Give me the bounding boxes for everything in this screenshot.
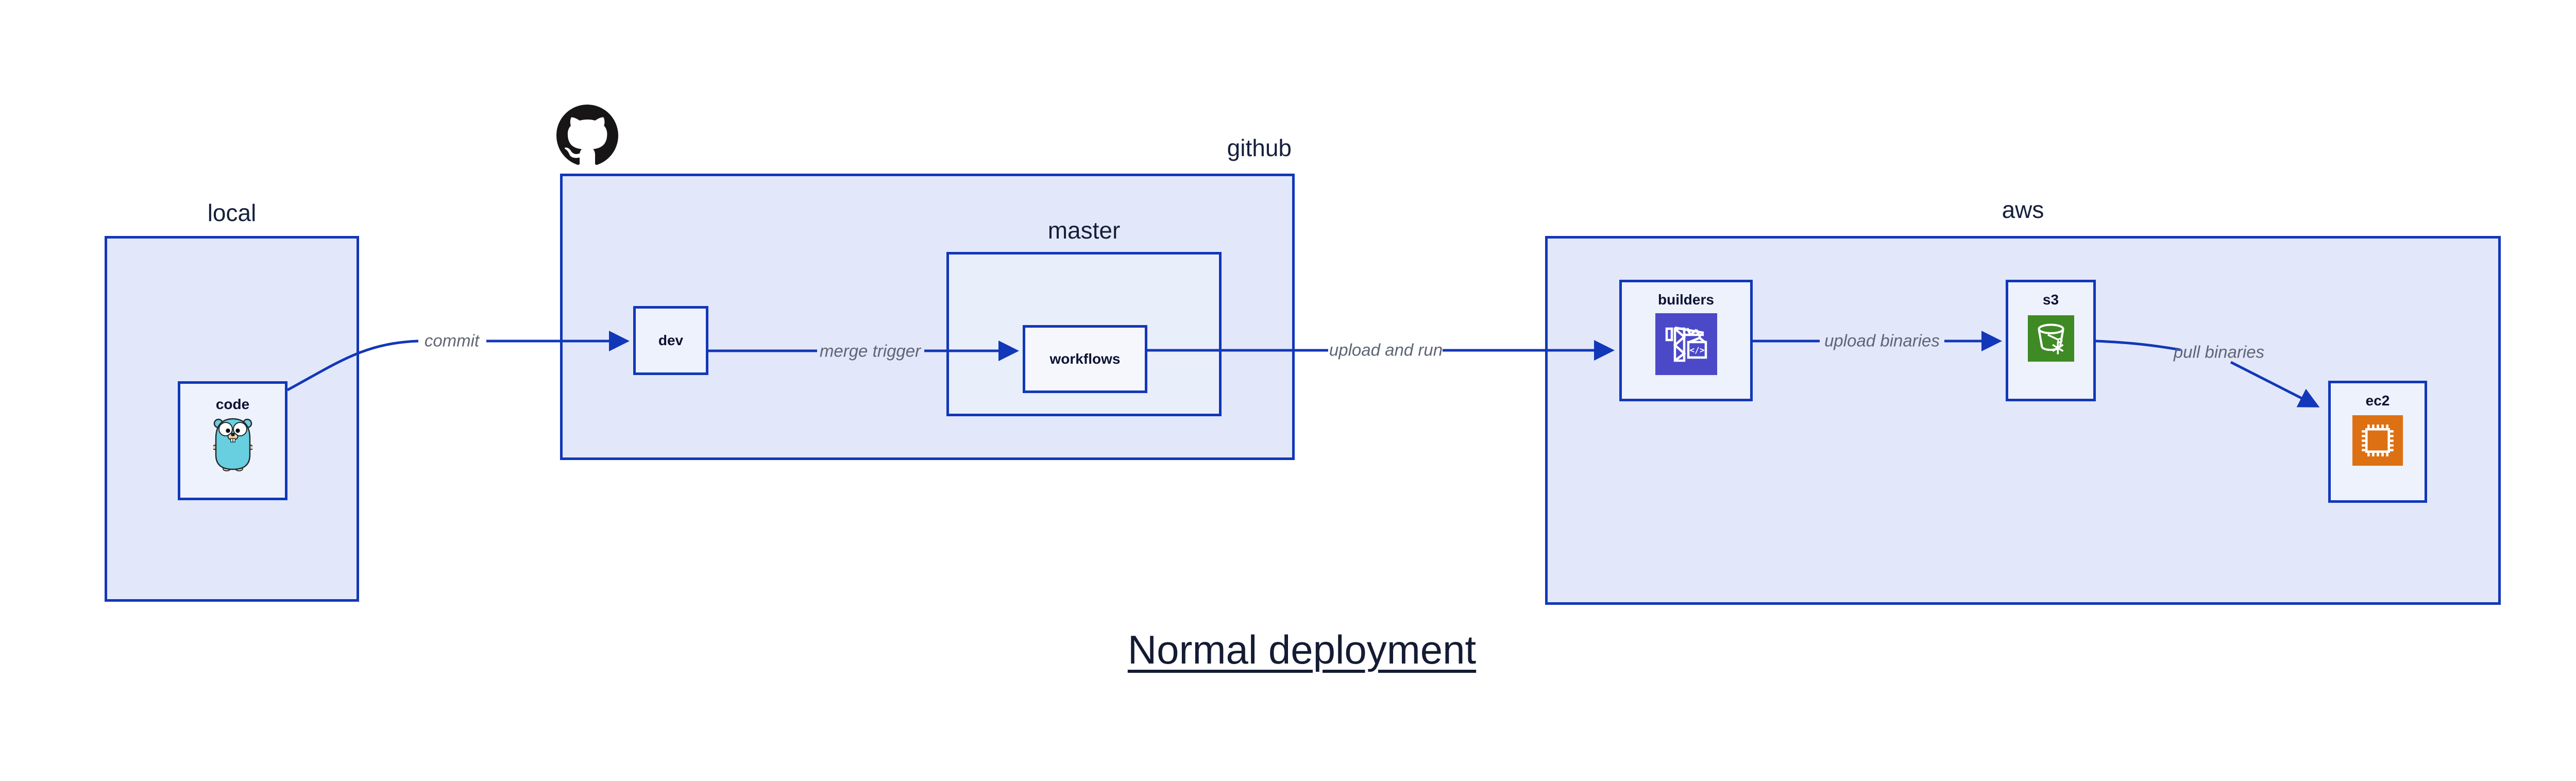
- aws-s3-bucket-icon: [2027, 315, 2074, 362]
- codebuild-icon-text: </>: [1689, 345, 1704, 355]
- group-github-label: github: [1227, 134, 1292, 161]
- node-ec2-label: ec2: [2365, 393, 2390, 409]
- node-dev-label: dev: [658, 332, 684, 348]
- diagram-title: Normal deployment: [0, 630, 2576, 670]
- edge-label-merge-trigger: merge trigger: [819, 341, 921, 361]
- node-dev: dev: [633, 306, 708, 375]
- node-ec2: ec2: [2328, 381, 2427, 503]
- aws-codebuild-icon: </>: [1655, 313, 1717, 375]
- group-aws-label: aws: [2002, 196, 2044, 223]
- aws-ec2-chip-icon: [2352, 415, 2403, 466]
- edge-commit-curve: [286, 339, 419, 392]
- node-s3-label: s3: [2042, 292, 2059, 308]
- github-logo-icon: [556, 105, 618, 165]
- edge-label-upload-and-run: upload and run: [1329, 340, 1443, 360]
- node-code: code: [178, 381, 287, 500]
- node-builders: builders </>: [1619, 280, 1753, 401]
- group-master-label: master: [1047, 217, 1121, 244]
- edge-label-upload-binaries: upload binaries: [1824, 331, 1940, 350]
- group-local-label: local: [207, 199, 257, 226]
- node-builders-label: builders: [1658, 292, 1714, 308]
- edge-pull-binaries-curve: [2095, 339, 2181, 351]
- node-code-label: code: [215, 396, 250, 412]
- diagram-title-text: Normal deployment: [1127, 627, 1477, 672]
- edge-label-commit: commit: [424, 331, 480, 350]
- go-gopher-icon: [213, 418, 252, 471]
- node-s3: s3: [2006, 280, 2096, 401]
- node-workflows-label: workflows: [1049, 351, 1121, 367]
- edge-label-pull-binaries: pull binaries: [2173, 342, 2265, 362]
- edge-pull-binaries-arrow: [2230, 361, 2320, 408]
- node-workflows: workflows: [1023, 325, 1147, 393]
